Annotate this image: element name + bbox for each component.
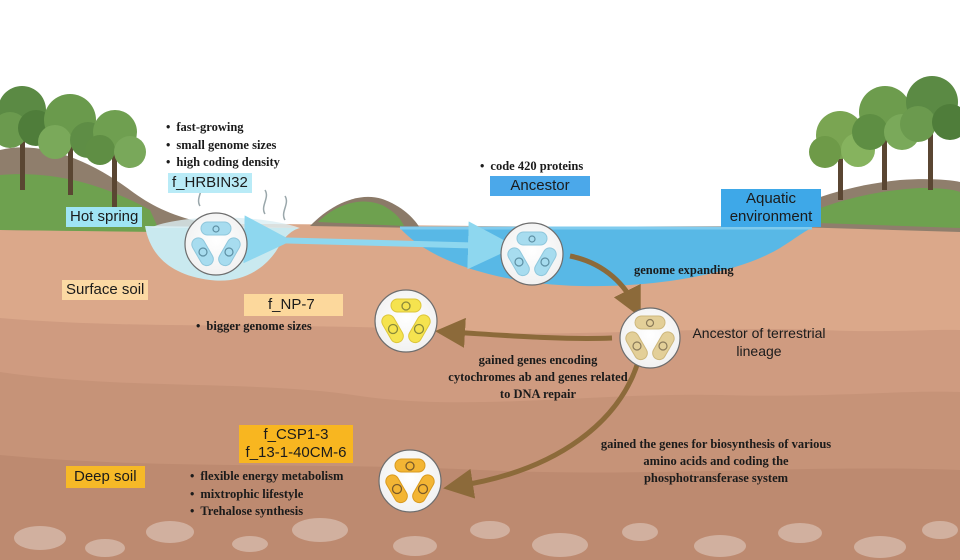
ancestor-traits: code 420 proteins (480, 158, 583, 176)
np7-transition-label: gained genes encoding cytochromes ab and… (448, 353, 628, 401)
trait-item: small genome sizes (166, 137, 280, 155)
trees (0, 76, 960, 210)
hrbin32-traits: fast-growing small genome sizes high cod… (166, 119, 280, 172)
trait-item: code 420 proteins (480, 158, 583, 176)
cell-ancestor (500, 222, 564, 286)
ancestor-name-tag: Ancestor (490, 176, 590, 196)
genome-expanding-arrow (569, 253, 641, 318)
cell-np7 (374, 289, 438, 353)
trait-item: mixtrophic lifestyle (190, 486, 343, 504)
cell-csp (378, 449, 442, 513)
aquatic-environment-tag: Aquatic environment (721, 189, 821, 227)
csp-name-1: f_CSP1-3 (263, 426, 329, 443)
cell-hrbin32 (184, 212, 248, 276)
to-csp-arrow (443, 361, 641, 499)
hot-spring-tag: Hot spring (66, 207, 143, 227)
pebbles (14, 518, 958, 558)
trait-item: flexible energy metabolism (190, 468, 343, 486)
cell-terrestrial-ancestor (619, 307, 681, 369)
trait-item: high coding density (166, 154, 280, 172)
genome-expanding-label: genome expanding (634, 263, 734, 277)
csp-traits: flexible energy metabolism mixtrophic li… (190, 468, 343, 521)
csp-name-2: f_13-1-40CM-6 (245, 444, 347, 461)
np7-name-tag: f_NP-7 (244, 294, 343, 316)
deep-soil-tag: Deep soil (66, 466, 145, 488)
trait-item: Trehalose synthesis (190, 503, 343, 521)
hrbin32-name-tag: f_HRBIN32 (168, 173, 252, 193)
to-np7-arrow (435, 317, 613, 348)
surface-soil-tag: Surface soil (62, 280, 149, 300)
terrestrial-ancestor-label: Ancestor of terrestrial lineage (692, 325, 826, 359)
csp-name-tag: f_CSP1-3 f_13-1-40CM-6 (239, 425, 353, 463)
trait-item: fast-growing (166, 119, 280, 137)
hot-spring-ancestor-arrow (243, 215, 516, 270)
csp-transition-label: gained the genes for biosynthesis of var… (600, 437, 832, 485)
trait-item: bigger genome sizes (196, 318, 311, 336)
np7-traits: bigger genome sizes (196, 318, 311, 336)
